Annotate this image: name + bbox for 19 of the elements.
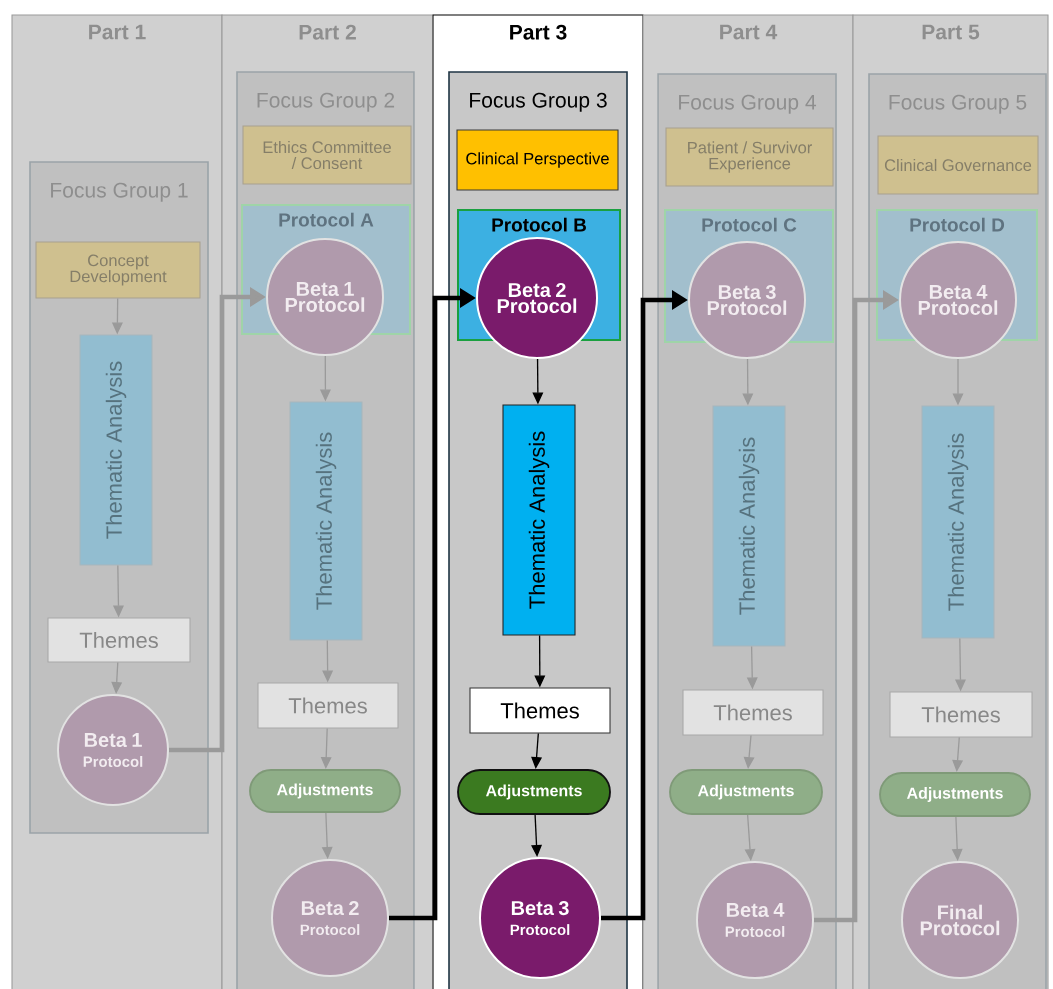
category-box: Clinical Governance (877, 135, 1039, 195)
themes-box: Themes (257, 682, 399, 729)
themes-box: Themes (469, 687, 611, 734)
themes-box: Themes (47, 617, 191, 663)
analysis-box: Thematic Analysis (502, 404, 576, 636)
adjustments-pill: Adjustments (457, 769, 611, 815)
themes-box: Themes (682, 689, 824, 736)
analysis-box: Thematic Analysis (79, 334, 153, 566)
adjustments-pill: Adjustments (249, 769, 401, 813)
analysis-box: Thematic Analysis (921, 405, 995, 639)
adjustments-pill: Adjustments (669, 769, 823, 815)
category-box: Clinical Perspective (456, 129, 619, 191)
category-box: Patient / Survivor Experience (665, 127, 834, 187)
category-box: Ethics Committee / Consent (242, 125, 412, 185)
themes-box: Themes (889, 691, 1033, 738)
adjustments-pill: Adjustments (879, 772, 1031, 817)
analysis-box: Thematic Analysis (289, 401, 363, 641)
category-box: Concept Development (35, 241, 201, 299)
analysis-box: Thematic Analysis (712, 405, 786, 647)
